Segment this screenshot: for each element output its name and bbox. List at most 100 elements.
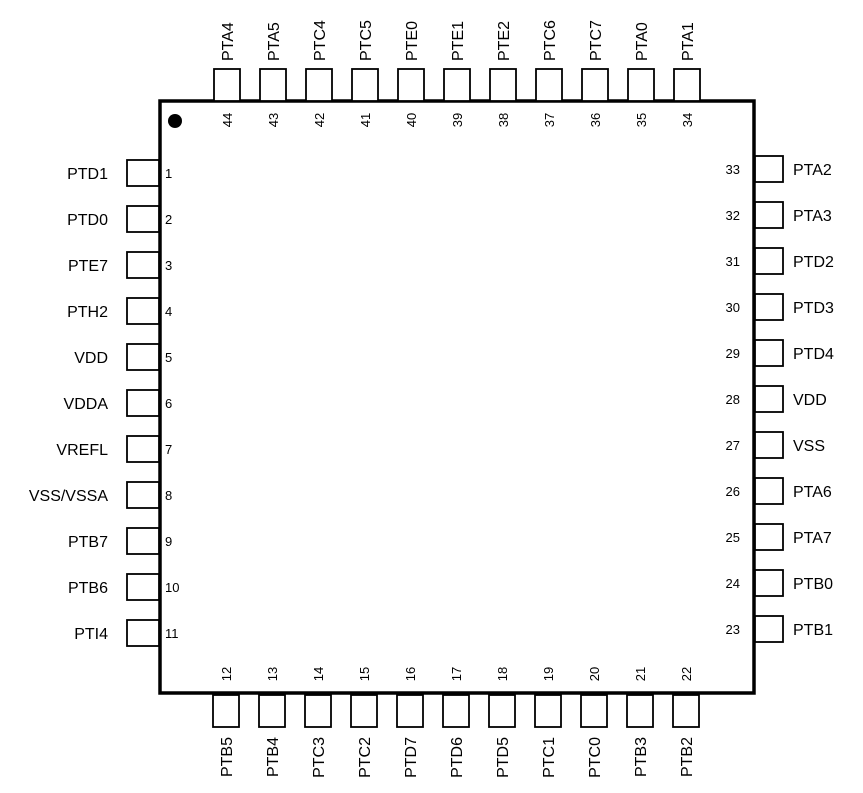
pin-41-pad — [351, 68, 379, 102]
pin-10-label: PTB6 — [68, 580, 108, 597]
pin-30-number: 30 — [726, 300, 740, 315]
pin-14-pad — [304, 694, 332, 728]
pin-39-number: 39 — [450, 113, 465, 127]
pin-4-pad — [126, 297, 160, 325]
pin-3-label: PTE7 — [68, 258, 108, 275]
pin-23-label: PTB1 — [793, 622, 833, 639]
pin-27-label: VSS — [793, 438, 825, 455]
pin-27-pad — [754, 431, 784, 459]
pin-34-label: PTA1 — [680, 22, 697, 61]
pin-32-number: 32 — [726, 208, 740, 223]
pin-7-number: 7 — [165, 442, 172, 457]
pin-9-pad — [126, 527, 160, 555]
pin-6-label: VDDA — [64, 396, 109, 413]
pin-24-label: PTB0 — [793, 576, 833, 593]
pin-10-number: 10 — [165, 580, 179, 595]
pin-28-pad — [754, 385, 784, 413]
pin-2-label: PTD0 — [67, 212, 108, 229]
pin-43-pad — [259, 68, 287, 102]
pin-5-number: 5 — [165, 350, 172, 365]
pin-31-pad — [754, 247, 784, 275]
pin-9-label: PTB7 — [68, 534, 108, 551]
pin-22-label: PTB2 — [679, 737, 696, 777]
pin-26-number: 26 — [726, 484, 740, 499]
pin-25-number: 25 — [726, 530, 740, 545]
pin-3-pad — [126, 251, 160, 279]
pin-33-pad — [754, 155, 784, 183]
pin-39-pad — [443, 68, 471, 102]
pin-40-pad — [397, 68, 425, 102]
pin-20-label: PTC0 — [587, 737, 604, 778]
pin-26-label: PTA6 — [793, 484, 832, 501]
pin-7-label: VREFL — [56, 442, 108, 459]
pin-4-label: PTH2 — [67, 304, 108, 321]
pin-35-pad — [627, 68, 655, 102]
pin-29-number: 29 — [726, 346, 740, 361]
pin-14-label: PTC3 — [311, 737, 328, 778]
pin-20-number: 20 — [587, 667, 602, 681]
pin-1-label: PTD1 — [67, 166, 108, 183]
pin-8-label: VSS/VSSA — [29, 488, 108, 505]
pin-11-label: PTI4 — [74, 626, 108, 643]
pin-26-pad — [754, 477, 784, 505]
pin-40-number: 40 — [404, 113, 419, 127]
pin-20-pad — [580, 694, 608, 728]
pin-18-label: PTD5 — [495, 737, 512, 778]
pin-43-label: PTA5 — [266, 22, 283, 61]
pin-37-label: PTC6 — [542, 20, 559, 61]
pin-30-pad — [754, 293, 784, 321]
pin-13-label: PTB4 — [265, 737, 282, 777]
pin-31-number: 31 — [726, 254, 740, 269]
pin-15-label: PTC2 — [357, 737, 374, 778]
pin-16-pad — [396, 694, 424, 728]
pin-38-pad — [489, 68, 517, 102]
pin-6-pad — [126, 389, 160, 417]
pin-44-label: PTA4 — [220, 22, 237, 61]
pin-19-label: PTC1 — [541, 737, 558, 778]
pin-21-number: 21 — [633, 667, 648, 681]
pin-24-number: 24 — [726, 576, 740, 591]
pin-32-pad — [754, 201, 784, 229]
pin-12-pad — [212, 694, 240, 728]
pin-2-pad — [126, 205, 160, 233]
pin-38-label: PTE2 — [496, 21, 513, 61]
pin-16-number: 16 — [403, 667, 418, 681]
pin-36-number: 36 — [588, 113, 603, 127]
pin-36-pad — [581, 68, 609, 102]
pin-42-number: 42 — [312, 113, 327, 127]
pin-23-number: 23 — [726, 622, 740, 637]
pin-8-pad — [126, 481, 160, 509]
pin-16-label: PTD7 — [403, 737, 420, 778]
pin-12-number: 12 — [219, 667, 234, 681]
pin-30-label: PTD3 — [793, 300, 834, 317]
pin-28-label: VDD — [793, 392, 827, 409]
pin-44-number: 44 — [220, 113, 235, 127]
pin-41-label: PTC5 — [358, 20, 375, 61]
pin-18-number: 18 — [495, 667, 510, 681]
pin-4-number: 4 — [165, 304, 172, 319]
pin-1-number: 1 — [165, 166, 172, 181]
chip-body — [158, 99, 756, 695]
pin-29-label: PTD4 — [793, 346, 834, 363]
pin-6-number: 6 — [165, 396, 172, 411]
pin-32-label: PTA3 — [793, 208, 832, 225]
pin-43-number: 43 — [266, 113, 281, 127]
pin-39-label: PTE1 — [450, 21, 467, 61]
pin-5-label: VDD — [74, 350, 108, 367]
pin-22-pad — [672, 694, 700, 728]
pin-33-number: 33 — [726, 162, 740, 177]
pin-23-pad — [754, 615, 784, 643]
pin-34-pad — [673, 68, 701, 102]
pin-19-pad — [534, 694, 562, 728]
pin-38-number: 38 — [496, 113, 511, 127]
pin-31-label: PTD2 — [793, 254, 834, 271]
pin-37-pad — [535, 68, 563, 102]
pin-19-number: 19 — [541, 667, 556, 681]
pin-17-label: PTD6 — [449, 737, 466, 778]
pin1-marker-dot — [168, 114, 182, 128]
pin-8-number: 8 — [165, 488, 172, 503]
pin-5-pad — [126, 343, 160, 371]
pin-1-pad — [126, 159, 160, 187]
